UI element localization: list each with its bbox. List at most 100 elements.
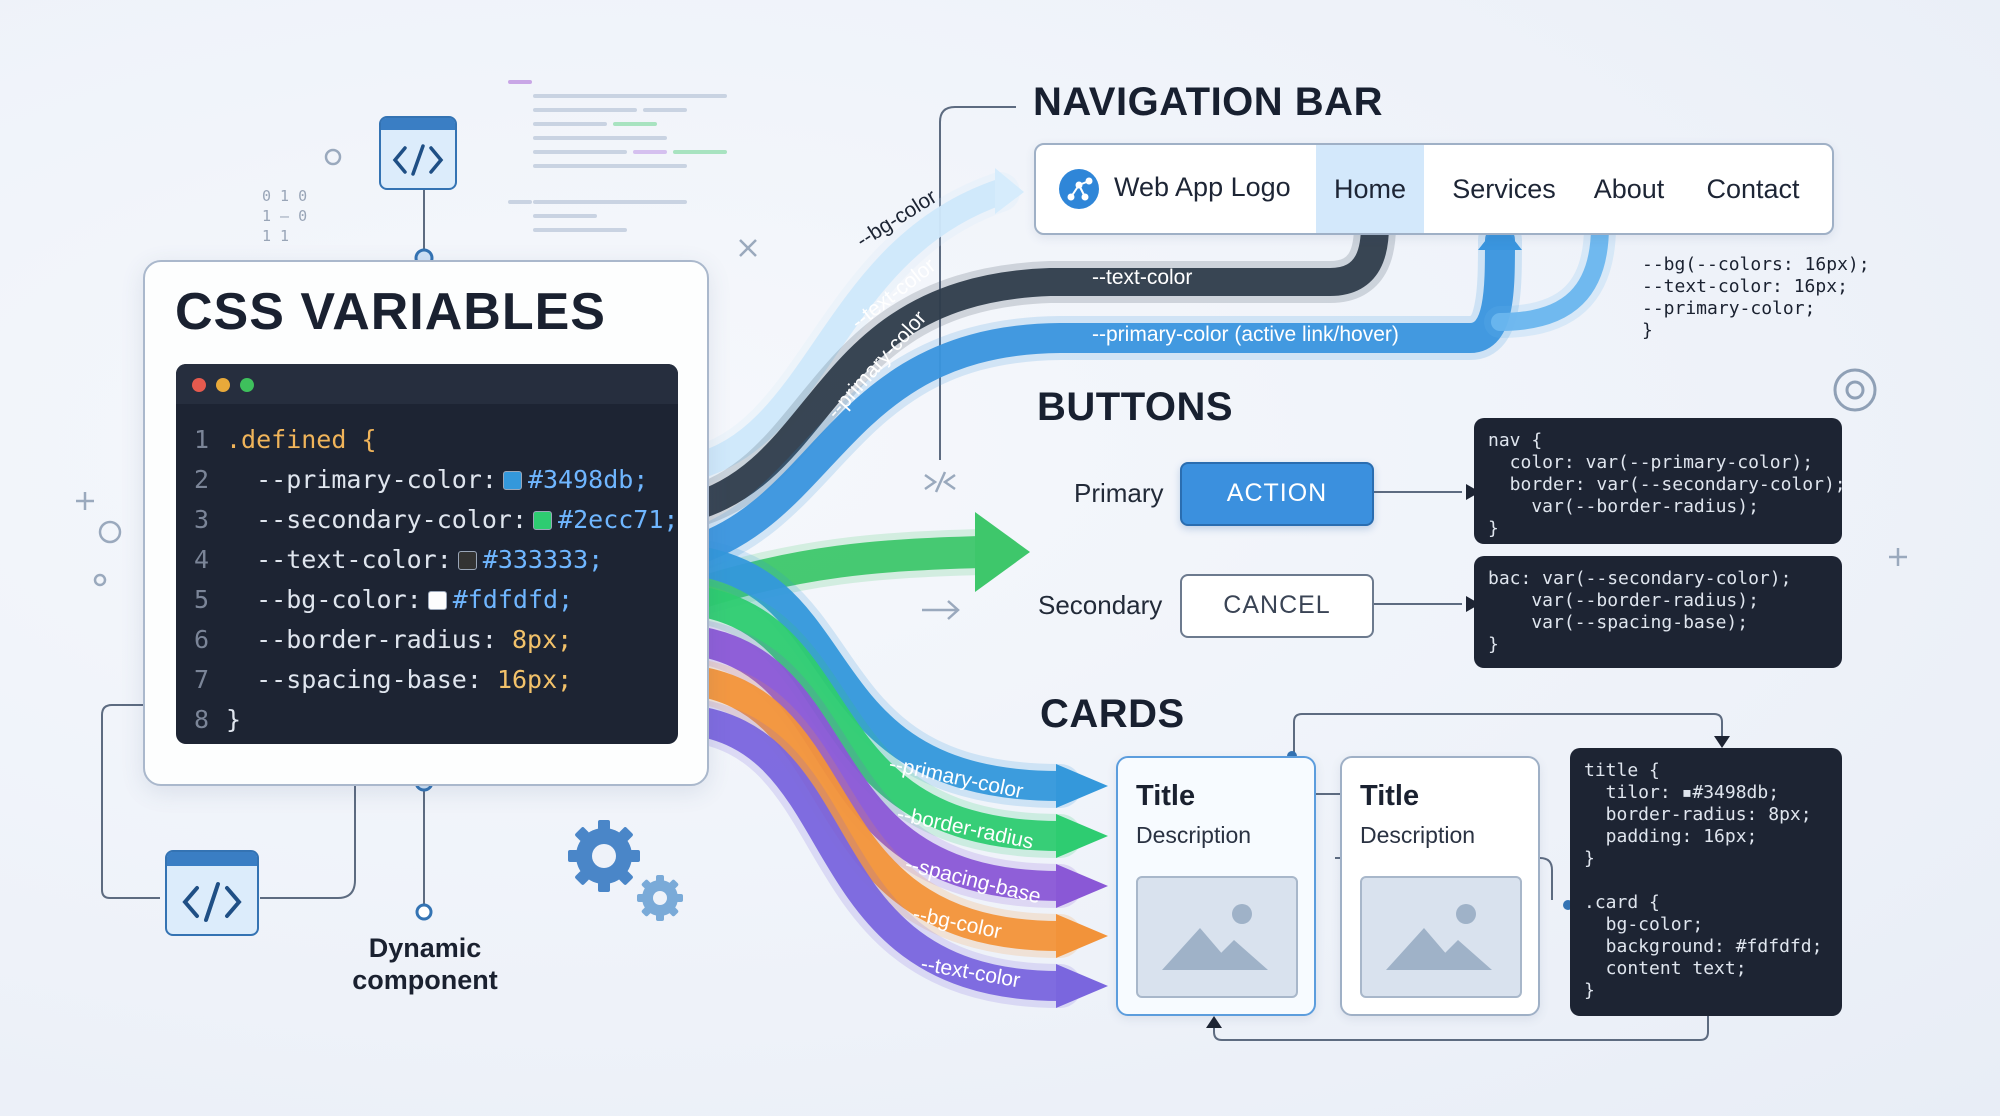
line-number: 3: [194, 505, 210, 534]
text-color-band-label: --text-color: [1092, 266, 1192, 289]
gear-tooth: [618, 827, 633, 842]
primary-color-bottom-flow: [675, 545, 1075, 801]
secondary-label: Secondary: [1038, 590, 1163, 620]
css-value: 16px;: [496, 665, 573, 694]
border-radius-bottom-flow-head: [1056, 814, 1108, 858]
primary-color-arrow-head: [1478, 222, 1522, 250]
image-icon: [1360, 876, 1522, 998]
code-editor: 1.defined { 2 --primary-color: #3498db; 3 -…: [176, 364, 678, 744]
css-property: --primary-color:: [256, 465, 497, 494]
css-value: #333333;: [482, 545, 604, 574]
css-variables-title: CSS VARIABLES: [175, 283, 606, 341]
indent: [226, 545, 256, 574]
line-number: 5: [194, 585, 210, 614]
gear-tooth: [656, 914, 664, 921]
gear-tooth: [575, 827, 590, 842]
code-selector: .defined {: [226, 425, 377, 454]
indent: [226, 665, 256, 694]
code-line: 8}: [194, 700, 670, 740]
code-brackets-svg: [392, 144, 444, 176]
nav-item-home[interactable]: Home: [1316, 145, 1424, 233]
gear-tooth: [598, 882, 610, 892]
code-line: 3 --secondary-color: #2ecc71;: [194, 500, 678, 540]
text-color-bottom-flow: [675, 705, 1075, 1001]
spacing-base-bottom-flow: [675, 625, 1075, 901]
css-property: --secondary-color:: [256, 505, 528, 534]
image-placeholder-svg: [1386, 904, 1492, 970]
navigation-css-note: --bg(--colors: 16px); --text-color: 16px…: [1642, 254, 1870, 341]
buttons-title: BUTTONS: [1037, 385, 1234, 429]
binary-decor: 0 1 0 1 – 0 1 1: [262, 186, 307, 246]
indent: [226, 625, 256, 654]
settings-outline-icon: [1833, 368, 1877, 412]
bg-color-bottom-flow-head: [1056, 914, 1108, 958]
card-one[interactable]: Title Description: [1116, 756, 1316, 1016]
decor-code-lines: [485, 62, 785, 242]
css-property: --bg-color:: [256, 585, 422, 614]
bac-code-snippet: bac: var(--secondary-color); var(--borde…: [1474, 556, 1842, 668]
card-description: Description: [1136, 822, 1252, 848]
nav-code-snippet: nav { color: var(--primary-color); borde…: [1474, 418, 1846, 544]
secondary-color-arrow-head: [975, 512, 1030, 592]
css-property: --text-color:: [256, 545, 452, 574]
code-brackets-svg: [182, 882, 242, 922]
indent: [226, 505, 256, 534]
gear-tooth: [575, 870, 590, 885]
code-line: 1.defined {: [194, 420, 670, 460]
text-color-flow: [676, 211, 1389, 522]
binary-row: 0 1 0: [262, 187, 308, 205]
text-color-bottom-flow-head: [1056, 964, 1108, 1008]
logo-constellation-svg: [1067, 177, 1093, 201]
primary-hover-flow: [1491, 217, 1609, 331]
card-code-snippet: title { tilor: ▪#3498db; border-radius: …: [1570, 748, 1842, 1016]
line-number: 6: [194, 625, 210, 654]
image-icon: [1136, 876, 1298, 998]
code-line: 4 --text-color:#333333;: [194, 540, 670, 580]
logo-icon[interactable]: [1059, 169, 1099, 209]
css-value: #2ecc71;: [558, 505, 678, 534]
logo-text[interactable]: Web App Logo: [1114, 172, 1291, 202]
gear-tooth: [568, 850, 578, 862]
minimize-dot[interactable]: [216, 378, 230, 392]
gear-tooth: [641, 907, 651, 917]
gear-tooth: [618, 870, 633, 885]
css-property: --border-radius:: [256, 625, 497, 654]
gear-tooth: [669, 879, 679, 889]
primary-label: Primary: [1074, 478, 1164, 508]
indent: [226, 585, 256, 614]
nav-item-contact[interactable]: Contact: [1706, 174, 1800, 204]
binary-row: 1 1: [262, 227, 290, 245]
action-button[interactable]: ACTION: [1180, 462, 1374, 526]
navigation-bar-title: NAVIGATION BAR: [1033, 80, 1383, 124]
code-line: 7 --spacing-base: 16px;: [194, 660, 670, 700]
bg-color-bottom-flow: [675, 665, 1075, 951]
binary-row: 1 – 0: [262, 207, 308, 225]
code-icon: [379, 116, 457, 190]
css-value: #3498db;: [527, 465, 649, 494]
primary-band-label: --primary-color (active link/hover): [1092, 323, 1399, 346]
css-value: 8px;: [512, 625, 573, 654]
gear-tooth: [630, 850, 640, 862]
code-lines: 1.defined { 2 --primary-color: #3498db; 3 -…: [194, 420, 678, 740]
border-radius-bottom-flow: [675, 585, 1075, 851]
card-two[interactable]: Title Description: [1340, 756, 1540, 1016]
color-swatch: [533, 511, 553, 530]
decor-marks: [76, 148, 1907, 620]
cancel-button[interactable]: CANCEL: [1180, 574, 1374, 638]
arrow-heads: [1206, 484, 1730, 1028]
bg-color-flow: [677, 179, 1013, 481]
nav-item-services[interactable]: Services: [1452, 174, 1556, 204]
indent: [226, 465, 256, 494]
code-line: 6 --border-radius: 8px;: [194, 620, 670, 660]
close-dot[interactable]: [192, 378, 206, 392]
gear-tooth: [669, 907, 679, 917]
maximize-dot[interactable]: [240, 378, 254, 392]
component-code-icon: [165, 850, 259, 936]
color-swatch: [502, 471, 522, 490]
code-line: 2 --primary-color: #3498db;: [194, 460, 670, 500]
line-number: 2: [194, 465, 210, 494]
css-property: --spacing-base:: [256, 665, 482, 694]
editor-titlebar: [176, 364, 678, 404]
nav-item-about[interactable]: About: [1593, 174, 1665, 204]
primary-color-bottom-flow-head: [1056, 764, 1108, 808]
